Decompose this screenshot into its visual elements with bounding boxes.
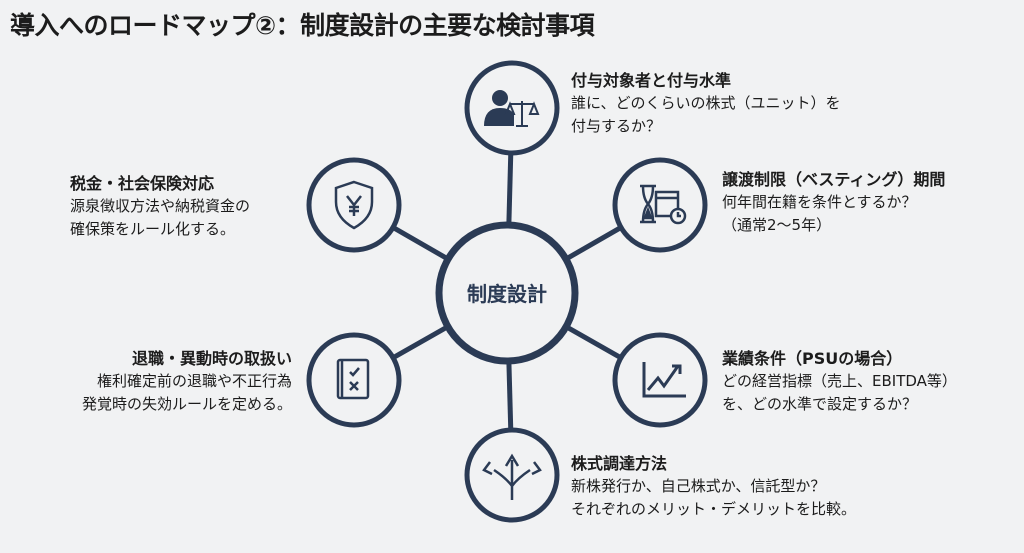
item-line: 誰に、どのくらいの株式（ユニット）を — [571, 94, 841, 112]
item-line: それぞれのメリット・デメリットを比較。 — [571, 500, 857, 518]
item-heading: 株式調達方法 — [571, 454, 668, 473]
item-performance-conditions: 業績条件（PSUの場合） どの経営指標（売上、EBITDA等） を、どの水準で設… — [722, 347, 957, 416]
item-heading: 業績条件（PSUの場合） — [722, 349, 903, 368]
item-line: 発覚時の失効ルールを定める。 — [81, 395, 292, 413]
item-tax-insurance: 税金・社会保険対応 源泉徴収方法や納税資金の 確保策をルール化する。 — [70, 172, 250, 241]
node-circle-bottom-left — [306, 332, 402, 428]
node-circle-top-right — [612, 157, 708, 253]
item-line: （通常2〜5年） — [722, 216, 832, 234]
yen-shield-icon — [334, 180, 374, 230]
item-line: 何年間在籍を条件とするか？ — [722, 193, 917, 211]
center-circle — [435, 221, 579, 365]
item-line: どの経営指標（売上、EBITDA等） — [722, 372, 957, 390]
center-label: 制度設計 — [467, 282, 547, 306]
split-arrows-icon — [482, 453, 542, 500]
item-heading: 退職・異動時の取扱い — [131, 349, 292, 368]
growth-chart-icon — [642, 362, 686, 398]
item-heading: 税金・社会保険対応 — [70, 174, 215, 193]
item-line: を、どの水準で設定するか？ — [722, 395, 918, 413]
item-share-procurement: 株式調達方法 新株発行か、自己株式か、信託型か？ それぞれのメリット・デメリット… — [571, 452, 856, 521]
checklist-book-icon — [336, 358, 370, 400]
item-line: 権利確定前の退職や不正行為 — [96, 372, 292, 390]
item-line: 付与するか？ — [571, 117, 662, 135]
item-line: 確保策をルール化する。 — [70, 220, 236, 238]
item-heading: 譲渡制限（ベスティング）期間 — [722, 170, 946, 189]
hourglass-calendar-icon — [640, 184, 687, 225]
page-title: 導入へのロードマップ②：制度設計の主要な検討事項 — [10, 11, 595, 40]
item-heading: 付与対象者と付与水準 — [571, 71, 732, 90]
person-scale-icon — [484, 90, 540, 127]
item-retirement-handling: 退職・異動時の取扱い 権利確定前の退職や不正行為 発覚時の失効ルールを定める。 — [82, 347, 292, 416]
item-line: 新株発行か、自己株式か、信託型か？ — [571, 477, 826, 495]
item-line: 源泉徴収方法や納税資金の — [70, 197, 251, 215]
item-vesting-period: 譲渡制限（ベスティング）期間 何年間在籍を条件とするか？ （通常2〜5年） — [722, 168, 945, 237]
item-grant-target: 付与対象者と付与水準 誰に、どのくらいの株式（ユニット）を 付与するか？ — [571, 69, 841, 138]
